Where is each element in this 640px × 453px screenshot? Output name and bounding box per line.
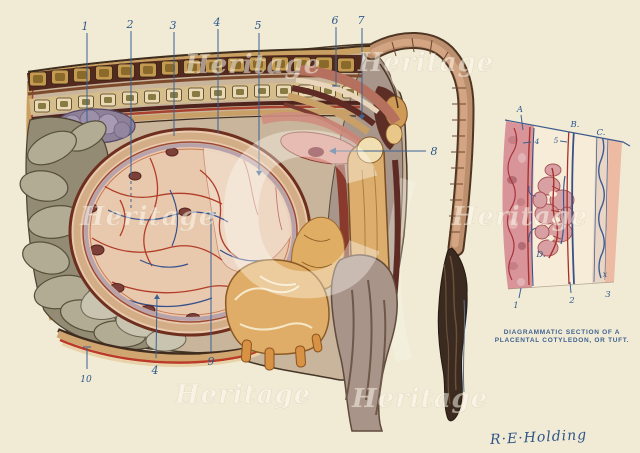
tail <box>363 32 475 422</box>
udder <box>224 259 330 371</box>
callout-9: 9 <box>208 355 215 368</box>
hind-leg <box>330 254 398 432</box>
inset-label-d: D. <box>535 250 545 260</box>
inset-x-mark: x <box>603 270 608 279</box>
callout-lines <box>83 27 572 369</box>
inset-caption: DIAGRAMMATIC SECTION OF A PLACENTAL COTY… <box>487 329 637 345</box>
inset-caption-line1: DIAGRAMMATIC SECTION OF A <box>503 329 621 336</box>
teats <box>240 333 323 371</box>
inset-label-4: 4 <box>534 137 540 146</box>
callout-4b: 4 <box>151 364 159 377</box>
inset-uterine-wall <box>506 126 535 287</box>
callout-7: 7 <box>358 14 365 27</box>
inset-label-1: 1 <box>513 301 518 311</box>
callout-3: 3 <box>170 19 177 32</box>
inset-label-2: 2 <box>568 296 574 306</box>
inset-label-3: 3 <box>605 290 610 300</box>
pelvic-muscles <box>280 65 401 165</box>
callout-6: 6 <box>332 14 339 27</box>
callout-8: 8 <box>431 145 438 158</box>
inset-cotyledon-tuft <box>528 163 575 259</box>
callout-5: 5 <box>255 19 262 32</box>
inset-label-c: C. <box>597 128 606 138</box>
callout-10: 10 <box>80 375 92 385</box>
callout-2: 2 <box>126 18 134 31</box>
inset-labels: A B. C. 4 5 D. 1 2 3 x <box>513 105 610 311</box>
callout-labels: 1 2 3 4 5 6 7 8 10 4 9 <box>80 14 437 385</box>
inset-label-b: B. <box>570 120 580 130</box>
inset-label-5: 5 <box>554 136 559 145</box>
callout-1: 1 <box>82 20 89 33</box>
inset-label-a: A <box>516 105 523 115</box>
inset-caption-line2: PLACENTAL COTYLEDON, OR TUFT. <box>494 337 630 344</box>
callout-4: 4 <box>213 16 221 29</box>
